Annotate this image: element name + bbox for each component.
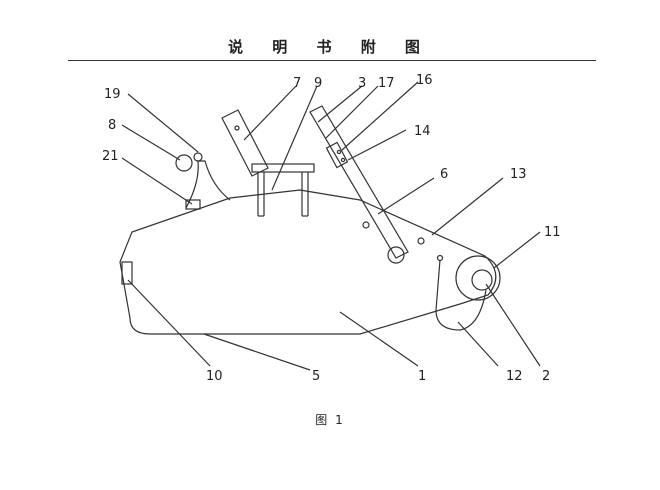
label-7: 7 bbox=[293, 76, 301, 91]
side-stub bbox=[121, 261, 133, 285]
wire-rope bbox=[435, 259, 487, 331]
label-12: 12 bbox=[506, 369, 523, 384]
left-handle-socket bbox=[221, 109, 269, 177]
label-8: 8 bbox=[108, 118, 116, 133]
label-11: 11 bbox=[544, 225, 561, 240]
page-header-title: 说 明 书 附 图 bbox=[228, 38, 432, 56]
label-16: 16 bbox=[416, 73, 433, 88]
label-21: 21 bbox=[102, 149, 119, 164]
label-3: 3 bbox=[358, 76, 366, 91]
label-9: 9 bbox=[314, 76, 322, 91]
housing-body bbox=[119, 189, 497, 335]
label-13: 13 bbox=[510, 167, 527, 182]
label-17: 17 bbox=[378, 76, 395, 91]
drum-outer bbox=[455, 255, 501, 301]
figure-caption: 图 1 bbox=[315, 413, 345, 427]
label-1: 1 bbox=[418, 369, 426, 384]
header-rule bbox=[68, 60, 596, 61]
label-6: 6 bbox=[440, 167, 448, 182]
label-2: 2 bbox=[542, 369, 550, 384]
lever-arm bbox=[309, 105, 409, 259]
label-10: 10 bbox=[206, 369, 223, 384]
hook-arm bbox=[185, 160, 231, 209]
label-5: 5 bbox=[312, 369, 320, 384]
label-19: 19 bbox=[104, 87, 121, 102]
drum-inner bbox=[471, 269, 493, 291]
lever-end-roller bbox=[387, 246, 405, 264]
label-14: 14 bbox=[414, 124, 431, 139]
guide-pulley bbox=[175, 154, 193, 172]
lever-slot bbox=[325, 141, 349, 169]
